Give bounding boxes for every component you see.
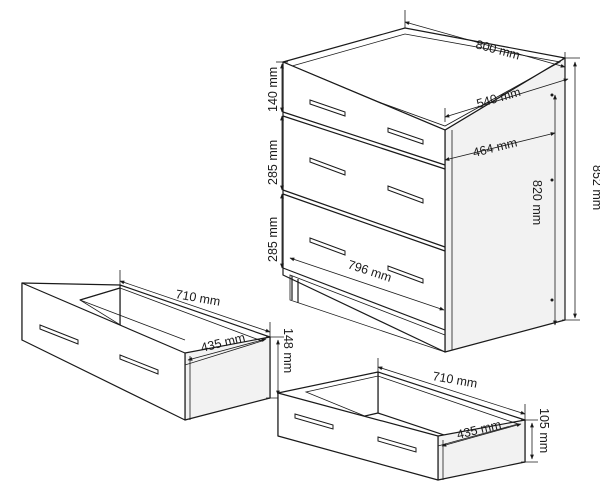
label-285-bottom: 285 mm [266, 217, 280, 262]
label-710-small: 710 mm [431, 369, 478, 391]
small-drawer-dimension-lines [377, 358, 538, 463]
label-710-large: 710 mm [174, 287, 221, 309]
label-148: 148 mm [281, 328, 295, 373]
label-820: 820 mm [530, 180, 544, 225]
label-852: 852 mm [590, 165, 600, 210]
label-105: 105 mm [537, 408, 551, 453]
large-drawer [21, 282, 271, 421]
label-285-middle: 285 mm [266, 140, 280, 185]
label-140: 140 mm [266, 67, 280, 112]
cabinet-dimension-lines [276, 10, 580, 326]
small-drawer-labels: 710 mm 435 mm 105 mm [431, 369, 551, 453]
